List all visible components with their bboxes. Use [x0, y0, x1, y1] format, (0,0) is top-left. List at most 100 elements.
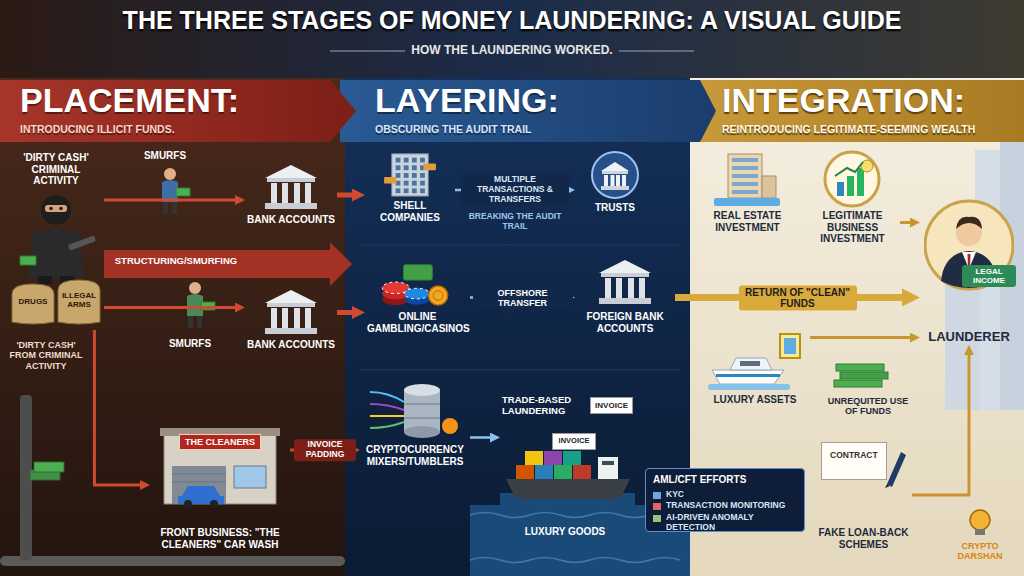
aml-panel: AML/CFT EFFORTSKYCTRANSACTION MONITORING…	[645, 468, 805, 532]
node-text: FOREIGN BANK ACCOUNTS	[577, 311, 673, 334]
illustration-shape	[265, 290, 317, 303]
illustration-shape	[370, 404, 404, 410]
illustration-shape	[716, 374, 780, 377]
illustration-shape	[732, 158, 758, 162]
illustration-shape	[598, 457, 618, 479]
note-label: UNREQUITED USE OF FUNDS	[822, 396, 914, 417]
illustration-shape	[601, 162, 629, 171]
bank-icon: BANK ACCOUNTS	[245, 160, 337, 240]
illustration-shape	[412, 165, 417, 170]
illustration-shape	[68, 235, 96, 250]
illustration-shape	[178, 486, 224, 504]
illustration-shape	[45, 205, 67, 212]
illustration-shape	[616, 175, 620, 186]
flow-arrow	[104, 199, 240, 202]
stage-panel: LAYERING:OBSCURING THE AUDIT TRAILSHELL …	[345, 78, 690, 576]
trust-symbol	[590, 150, 640, 200]
bag-label: ILLEGAL ARMS	[58, 291, 100, 309]
illustration-shape	[392, 154, 428, 196]
bag-label: DRUGS	[12, 297, 54, 306]
illustration-shape	[602, 461, 614, 465]
illustration-shape	[428, 286, 447, 305]
illustration-shape	[732, 190, 758, 194]
shell-company: SHELL COMPANIES	[365, 150, 455, 230]
illustration-shape	[628, 278, 634, 298]
illustration-shape	[887, 452, 906, 487]
illustration-shape	[176, 188, 190, 196]
node-text: TRUSTS	[595, 202, 635, 214]
illustration-shape	[265, 328, 317, 334]
illustration-shape	[970, 510, 990, 530]
edge-label: INVOICE PADDING	[294, 439, 356, 461]
flow-arrow	[337, 310, 359, 315]
illustration-shape	[404, 181, 409, 186]
flow-arrow	[470, 436, 495, 439]
illustration-shape	[412, 181, 417, 186]
illustration-shape	[442, 418, 458, 434]
illustration-shape	[835, 162, 863, 176]
node-text: LAUNDERER	[928, 330, 1010, 345]
subtitle: HOW THE LAUNDERING WORKED.	[262, 44, 762, 58]
illustration-shape	[834, 380, 882, 387]
illustration-shape	[271, 183, 277, 203]
illustration-shape	[404, 418, 440, 419]
node-text: REAL ESTATE INVESTMENT	[702, 210, 793, 233]
smurf-label: SMURFS	[135, 150, 195, 162]
node-text: LEGITIMATE BUSINESS INVESTMENT	[807, 210, 898, 245]
illustration-shape	[605, 278, 611, 298]
illustration-shape	[282, 183, 288, 203]
illustration-shape	[12, 284, 54, 324]
illustration-shape	[305, 308, 311, 328]
illustration-shape	[762, 176, 776, 198]
illustration-shape	[740, 361, 760, 366]
illustration-shape	[197, 316, 202, 328]
illustration-shape	[404, 173, 409, 178]
illustration-shape	[164, 168, 176, 180]
illustration-shape	[847, 176, 854, 196]
illustration-shape	[601, 273, 649, 277]
illustration-shape	[370, 392, 404, 402]
illustration-shape	[404, 158, 409, 163]
trust-icon: TRUSTS	[575, 150, 655, 230]
illustration-shape	[396, 188, 401, 193]
illustration-shape	[282, 308, 288, 328]
illustration-shape	[622, 175, 626, 186]
business-icon: LEGITIMATE BUSINESS INVESTMENT	[805, 150, 900, 250]
illustration-shape	[535, 465, 553, 479]
real-estate: REAL ESTATE INVESTMENT	[700, 150, 795, 250]
illustration-shape	[188, 316, 193, 328]
casino-chips-art	[379, 257, 451, 309]
illustration-shape	[611, 175, 615, 186]
illustration-shape	[516, 465, 534, 479]
illustration-shape	[433, 291, 443, 301]
yacht-art	[708, 330, 802, 392]
illustration-shape	[164, 434, 276, 504]
illustration-shape	[163, 202, 168, 214]
invoice-paper: INVOICE	[552, 433, 596, 450]
flow-arrow	[104, 306, 240, 309]
illustration-shape	[384, 177, 396, 184]
flow-arrow	[912, 350, 969, 495]
illustration-shape	[602, 171, 628, 174]
source-label: 'DIRTY CASH' FROM CRIMINAL ACTIVITY	[4, 340, 88, 371]
node-text: INVOICE	[590, 397, 633, 414]
illustration-shape	[58, 280, 100, 324]
illustration-shape	[345, 78, 690, 576]
flow-arrow	[810, 336, 915, 339]
illustration-shape	[0, 556, 345, 566]
illustration-shape	[730, 358, 772, 370]
illustration-shape	[412, 173, 417, 178]
illustration-shape	[601, 186, 629, 190]
illustration-shape	[404, 188, 409, 193]
illustration-shape	[189, 282, 201, 294]
node-text: SHELL COMPANIES	[367, 200, 453, 223]
business-growth-art	[823, 150, 881, 208]
illustration-shape	[563, 451, 581, 465]
illustration-shape	[0, 78, 345, 576]
illustration-shape	[370, 415, 404, 417]
illustration-shape	[305, 183, 311, 203]
cargo-ship-art	[500, 441, 635, 505]
illustration-shape	[956, 217, 982, 229]
cargo-ship: TRADE-BASED LAUNDERINGINVOICE	[500, 395, 635, 510]
